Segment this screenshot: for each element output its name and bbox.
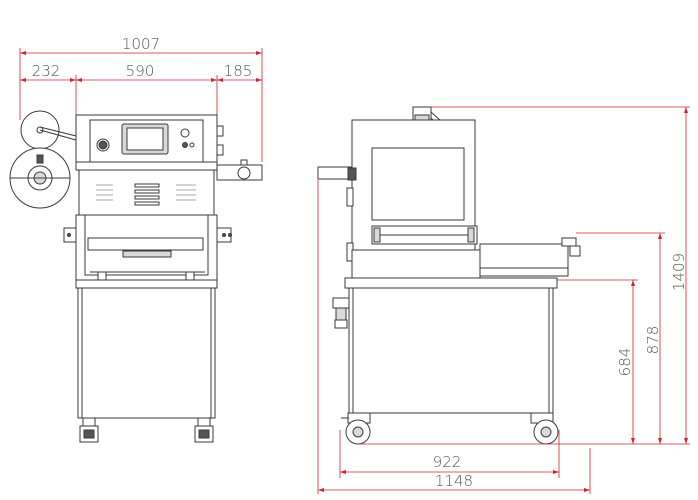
dim-side-total-width: 1148: [435, 472, 473, 490]
film-reel-lower: [9, 147, 71, 209]
film-reel-upper: [20, 110, 77, 150]
chamber-handle: [122, 250, 172, 258]
dim-side-conveyor-height: 878: [644, 326, 662, 355]
dim-side-total-height: 1409: [670, 253, 688, 291]
front-vent-band: [63, 161, 232, 243]
control-button-icon: [180, 128, 190, 138]
dim-side-base-width: 922: [433, 453, 462, 471]
dim-front-left-reel: 232: [32, 62, 61, 80]
front-cabinet: [75, 279, 218, 419]
emergency-stop-icon: [98, 140, 108, 150]
dim-front-total-width: 1007: [122, 35, 160, 53]
front-upper-housing: [75, 114, 263, 181]
front-top-dimensions: 1007 232 590 185: [19, 35, 263, 162]
front-caster-right: [194, 417, 214, 443]
side-conveyor: [479, 237, 581, 277]
side-horizontal-dimensions: 922 1148: [317, 180, 591, 494]
side-sealing-bar: [371, 225, 478, 245]
front-view: 1007 232 590 185: [9, 35, 263, 443]
dim-side-table-height: 684: [616, 348, 634, 377]
side-cabinet: [344, 277, 558, 414]
side-caster-left: [341, 412, 371, 445]
side-vertical-dimensions: 1409 878 684: [358, 106, 690, 445]
front-caster-left: [79, 417, 99, 443]
side-caster-right: [530, 412, 559, 445]
dim-front-right-extension: 185: [224, 62, 253, 80]
pneumatic-regulator: [332, 297, 350, 329]
front-sealing-chamber: [75, 214, 218, 281]
dim-front-body-width: 590: [126, 62, 155, 80]
side-view: 1409 878 684 922 1148: [317, 106, 690, 494]
